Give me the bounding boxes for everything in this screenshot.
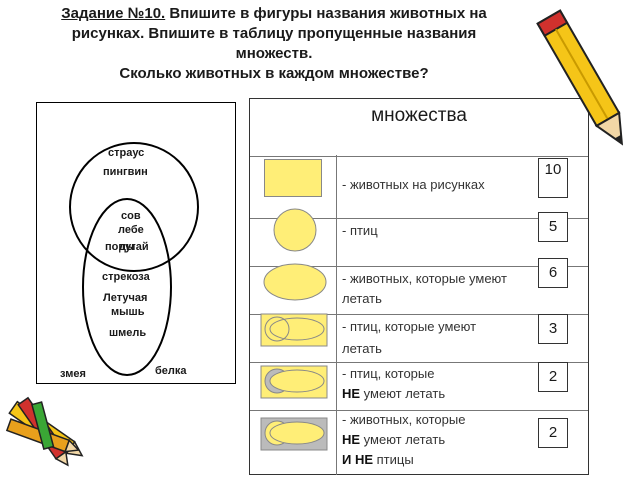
count-box-6[interactable]: 2: [538, 418, 568, 448]
venn-label-mysh: мышь: [111, 306, 145, 318]
column-divider: [336, 155, 337, 475]
crayons-icon: [5, 396, 84, 467]
row-4-line2: летать: [342, 341, 382, 356]
row-divider: [250, 218, 588, 219]
row-5-text: - птиц, которые НЕ умеют летать: [342, 364, 445, 404]
venn-label-strekoza: стрекоза: [102, 271, 150, 283]
flying-ellipse: [82, 198, 172, 376]
row-3-line1: - животных, которые умеют: [342, 271, 507, 286]
task-text-line2: рисунках. Впишите в таблицу пропущенные …: [71, 25, 477, 42]
venn-label-letuchaya: Летучая: [103, 292, 148, 304]
row-divider: [250, 410, 588, 411]
complement-shape: [260, 417, 328, 451]
task-label: Задание №10.: [61, 5, 166, 22]
row-4-line1: - птиц, которые умеют: [342, 319, 477, 334]
row-6-text: - животных, которые НЕ умеют летать И НЕ…: [342, 410, 465, 470]
venn-label-sov: сов: [121, 210, 141, 222]
venn-circles: [69, 142, 199, 376]
row-divider: [250, 266, 588, 267]
venn-label-shmel: шмель: [109, 327, 147, 339]
circle-shape: [273, 208, 317, 252]
row-1-text: - животных на рисунках: [342, 177, 485, 192]
row-6-line3: птицы: [373, 452, 414, 467]
row-divider: [250, 156, 588, 157]
row-5-line1: - птиц, которые: [342, 366, 435, 381]
venn-label-dy: ды: [119, 241, 136, 253]
overlap-shape: [260, 313, 328, 347]
sets-table: множества - животных на рисунках - птиц …: [249, 98, 589, 475]
task-text-line1: Впишите в фигуры названия животных на: [165, 5, 487, 22]
count-box-2[interactable]: 5: [538, 212, 568, 242]
table-header: множества: [371, 105, 467, 126]
row-6-line2: умеют летать: [360, 432, 446, 447]
venn-label-pingvin: пингвин: [103, 166, 148, 178]
task-text-line3: множеств.: [235, 45, 313, 62]
count-box-3[interactable]: 6: [538, 258, 568, 288]
row-4-text: - птиц, которые умеют летать: [342, 317, 476, 359]
task-title: Задание №10. Впишите в фигуры названия ж…: [14, 4, 534, 84]
row-6-bold2: И НЕ: [342, 452, 374, 467]
venn-label-zmeya: змея: [60, 368, 86, 380]
row-2-text: - птиц: [342, 223, 378, 238]
venn-label-popugai: попугай: [105, 241, 149, 253]
venn-label-belka: белка: [155, 365, 187, 377]
birds-circle: [69, 142, 199, 272]
count-box-5[interactable]: 2: [538, 362, 568, 392]
row-3-line2: летать: [342, 291, 382, 306]
task-text-line4: Сколько животных в каждом множестве?: [119, 65, 429, 82]
row-5-line2: умеют летать: [360, 386, 446, 401]
venn-label-lebe: лебе: [118, 224, 144, 236]
row-6-bold1: НЕ: [342, 432, 361, 447]
venn-diagram: страус пингвин сов лебе ды попугай стрек…: [36, 102, 236, 384]
circle-minus-shape: [260, 365, 328, 399]
row-6-line1: - животных, которые: [342, 412, 466, 427]
venn-label-straus: страус: [108, 147, 145, 159]
count-box-1[interactable]: 10: [538, 158, 568, 198]
pencil-icon: [536, 9, 624, 146]
row-divider: [250, 314, 588, 315]
row-5-bold: НЕ: [342, 386, 361, 401]
count-box-4[interactable]: 3: [538, 314, 568, 344]
row-3-text: - животных, которые умеют летать: [342, 269, 507, 309]
rectangle-shape: [264, 159, 322, 197]
ellipse-shape: [263, 263, 327, 301]
row-divider: [250, 362, 588, 363]
